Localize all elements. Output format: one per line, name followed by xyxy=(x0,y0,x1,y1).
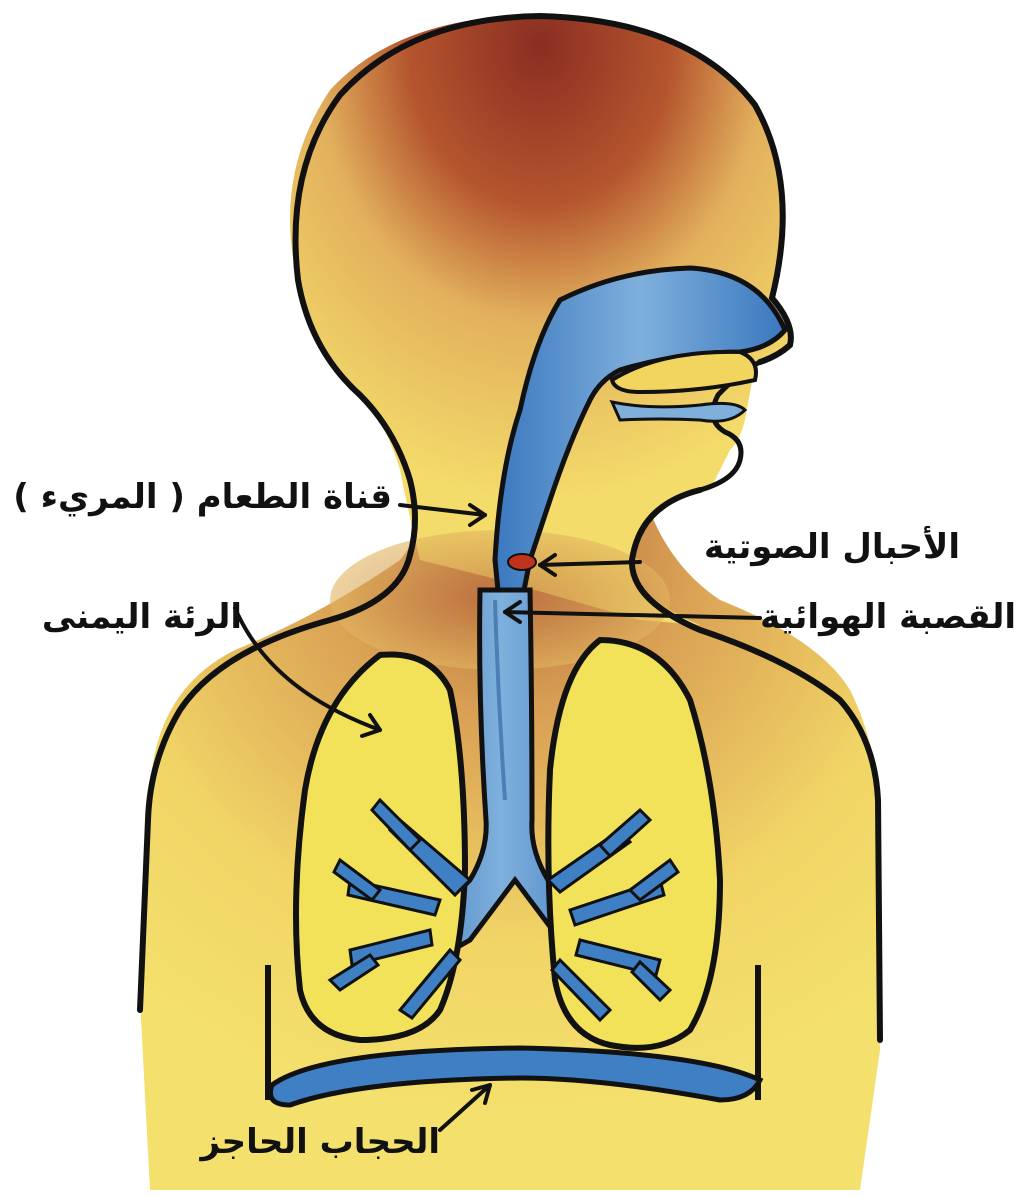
vocal-cords xyxy=(508,554,536,570)
label-vocal-cords: الأحبال الصوتية xyxy=(704,530,960,564)
label-diaphragm: الحجاب الحاجز xyxy=(200,1125,440,1159)
label-right-lung: الرئة اليمنى xyxy=(42,600,242,634)
label-esophagus: قناة الطعام ( المريء ) xyxy=(13,480,392,514)
label-trachea: القصبة الهوائية xyxy=(760,600,1016,634)
